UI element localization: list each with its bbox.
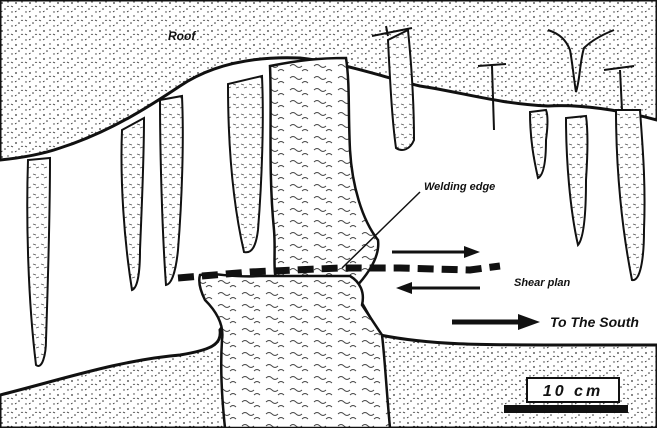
shear-arrow-left — [396, 282, 480, 294]
stalactite — [228, 76, 263, 252]
stalactite — [121, 118, 144, 290]
label-shear-plane: Shear plan — [514, 277, 571, 289]
stalactite — [388, 30, 414, 150]
stalactite — [160, 96, 183, 285]
label-direction: To The South — [550, 314, 639, 330]
south-arrow — [452, 314, 540, 330]
scale-bar — [504, 405, 628, 413]
label-roof: Roof — [168, 29, 196, 43]
flowstone-column — [270, 58, 378, 288]
label-welding-edge: Welding edge — [424, 181, 495, 193]
flowstone-base — [199, 274, 390, 428]
stalactite — [566, 116, 588, 245]
label-scale: 10 cm — [543, 383, 603, 400]
stalactite — [27, 158, 50, 366]
shear-arrow-right — [392, 246, 480, 258]
stalactite — [616, 110, 645, 280]
stalactite — [530, 110, 548, 178]
